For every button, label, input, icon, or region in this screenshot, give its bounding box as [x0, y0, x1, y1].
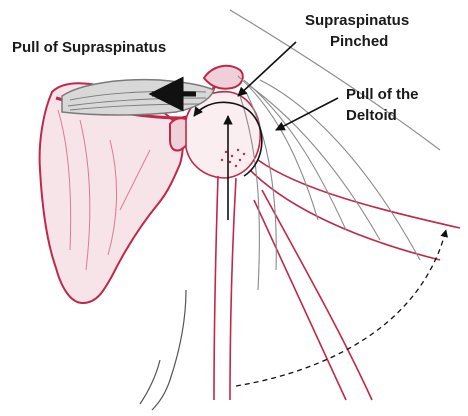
sketch-lines — [140, 290, 186, 410]
label-pull-deltoid-line1: Pull of the — [346, 85, 419, 105]
acromion — [204, 66, 243, 89]
label-supraspinatus-pinched-line2: Pinched — [330, 32, 388, 52]
humerus-shaft — [214, 160, 460, 400]
deltoid-pointer-arrow — [276, 98, 338, 130]
label-supraspinatus-pinched-line1: Supraspinatus — [305, 11, 409, 31]
pinched-pointer-arrow — [238, 42, 296, 96]
label-pull-supraspinatus: Pull of Supraspinatus — [12, 38, 166, 58]
label-pull-deltoid-line2: Deltoid — [346, 106, 397, 126]
